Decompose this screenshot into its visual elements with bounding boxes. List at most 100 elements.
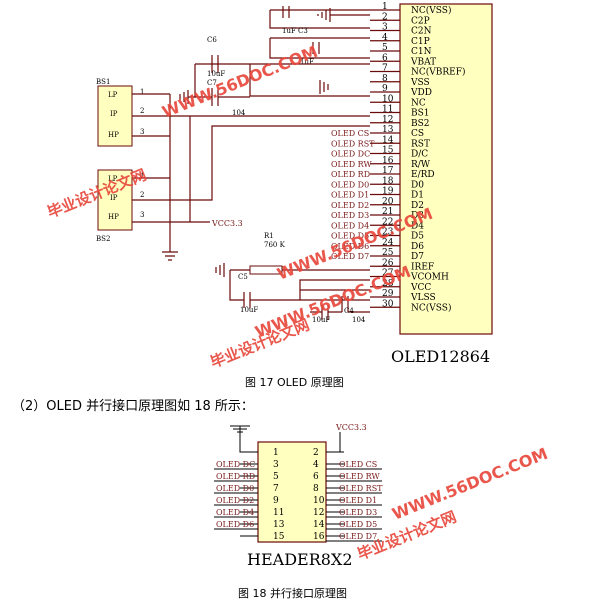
- bs2-n1: 1: [140, 172, 144, 180]
- oled-net-label: OLED D0: [331, 180, 369, 189]
- oled-pin-name: VSS: [410, 78, 430, 88]
- c4-ref: C4: [344, 307, 354, 315]
- bs1-n1: 1: [140, 88, 144, 96]
- header-right-net-label: OLED D5: [339, 520, 377, 529]
- oled-pin-number: 14: [382, 135, 394, 145]
- oled-pin-name: R/W: [411, 160, 431, 170]
- r1-value: 760 K: [264, 241, 286, 249]
- header8x2-part-name: HEADER8X2: [247, 550, 353, 569]
- oled-net-label: OLED D7: [331, 252, 369, 261]
- oled-pin-number: 3: [382, 23, 388, 33]
- header-left-net-label: OLED D0: [216, 484, 254, 493]
- bs1-n3: 3: [140, 128, 144, 136]
- vbat-capacitor-block: C6 10uF C7 104: [179, 36, 370, 117]
- oled-pin-name: C1P: [411, 37, 430, 47]
- oled12864-chip: [399, 3, 493, 335]
- c6-value: 10uF: [207, 70, 225, 78]
- oled-pin-number: 25: [382, 248, 394, 258]
- watermark-url-4: WWW.56DOC.COM: [389, 444, 550, 524]
- header-right-pin-number: 6: [313, 472, 319, 482]
- bs2-n2: 2: [140, 191, 144, 199]
- lower-bias-network: R1 760 K C5 10uF C4 104 10uF: [215, 232, 370, 324]
- oled-pin-name: NC(VSS): [411, 302, 451, 313]
- oled-pin-name: D4: [411, 221, 424, 231]
- header-right-pin-number: 2: [313, 448, 319, 458]
- oled-pin-name: VCC: [410, 283, 431, 293]
- oled-pin-name: VBAT: [410, 57, 436, 67]
- oled-pin-name: D1: [411, 191, 424, 201]
- header-left-net-label: OLED RD: [216, 472, 255, 481]
- oled-pin-name: E/RD: [411, 170, 435, 180]
- bs2-n3: 3: [140, 211, 144, 219]
- oled-pin-number: 21: [382, 207, 393, 217]
- oled-net-label: OLED DC: [331, 150, 370, 159]
- oled-pin-number: 23: [382, 228, 394, 238]
- bs2-ref: BS2: [96, 235, 110, 243]
- header-left-pin-number: 11: [273, 508, 284, 518]
- oled-pin-number: 18: [382, 176, 394, 186]
- oled-pin-name: D/C: [411, 150, 428, 160]
- oled-pin-number: 20: [382, 197, 394, 207]
- oled-pin-number: 6: [382, 53, 388, 63]
- section-heading: （2）OLED 并行接口原理图如 18 所示：: [12, 398, 254, 414]
- header-right-pin-number: 12: [313, 508, 324, 518]
- oled-net-label: OLED RST: [331, 139, 375, 148]
- oled-pin-name: BS2: [411, 119, 430, 129]
- c3-value: 1uF: [300, 58, 314, 66]
- oled-pin-name: VCOMH: [410, 273, 449, 283]
- oled-pin-number: 22: [382, 217, 393, 227]
- oled-pin-number: 11: [382, 105, 393, 115]
- oled-pin-name: IREF: [411, 262, 434, 272]
- top-capacitor-network: 1uF C3 1uF: [269, 6, 370, 66]
- header-left-pin-number: 7: [273, 484, 279, 494]
- c5-ref: C5: [238, 273, 248, 281]
- bs1-hp: HP: [108, 131, 119, 139]
- oled-pin-name: NC: [411, 98, 426, 108]
- bs1-ref: BS1: [96, 78, 110, 86]
- oled-pin-number: 19: [382, 187, 394, 197]
- oled-net-label: OLED D2: [331, 201, 369, 210]
- header-right-net-label: OLED D7: [339, 532, 377, 541]
- oled-pin-name: RST: [411, 139, 430, 149]
- oled-pin-number: 30: [382, 299, 394, 309]
- header-right-net-label: OLED CS: [339, 460, 377, 469]
- header-left-net-label: OLED D4: [216, 508, 254, 517]
- oled-pin-number: 16: [382, 156, 394, 166]
- header-right-pin-number: 4: [313, 460, 319, 470]
- header-left-pin-number: 5: [273, 472, 279, 482]
- figure18-caption: 图 18 并行接口原理图: [238, 586, 347, 600]
- header-left-net-label: OLED D6: [216, 520, 254, 529]
- bs2-lp: LP: [108, 175, 118, 183]
- header-right-pin-number: 8: [313, 484, 319, 494]
- oled-pin-name: C1N: [411, 47, 432, 57]
- oled-pin-name: C2P: [411, 16, 430, 26]
- bs1-lp: LP: [108, 91, 118, 99]
- header-left-net-label: OLED DC: [216, 460, 255, 469]
- vcc33-label-fig17: VCC3.3: [211, 219, 243, 228]
- header-right-net-label: OLED D3: [339, 508, 377, 517]
- c-1uf-label: 1uF: [282, 27, 296, 35]
- oled-pin-number: 9: [382, 84, 388, 94]
- header8x2-chip: [257, 441, 327, 543]
- oled-pin-number: 13: [382, 125, 394, 135]
- oled-net-label: OLED D3: [331, 211, 369, 220]
- bs1-ip: IP: [110, 110, 118, 118]
- header-right-net-label: OLED D1: [339, 496, 377, 505]
- oled-pin-name: CS: [411, 129, 424, 139]
- oled-pin-number: 27: [382, 269, 394, 279]
- c5-value: 10uF: [240, 306, 258, 314]
- oled-pin-name: VLSS: [410, 293, 436, 303]
- c4-value: 104: [352, 316, 366, 324]
- oled-net-label: OLED D1: [331, 191, 369, 200]
- header-right-net-label: OLED RST: [339, 484, 383, 493]
- header-left-pin-number: 1: [273, 448, 279, 458]
- oled-pin-number: 4: [382, 33, 388, 43]
- header-left-pin-number: 3: [273, 460, 279, 470]
- oled-pin-number: 28: [382, 279, 394, 289]
- r1-ref: R1: [264, 232, 274, 240]
- oled-net-label: OLED CS: [331, 129, 369, 138]
